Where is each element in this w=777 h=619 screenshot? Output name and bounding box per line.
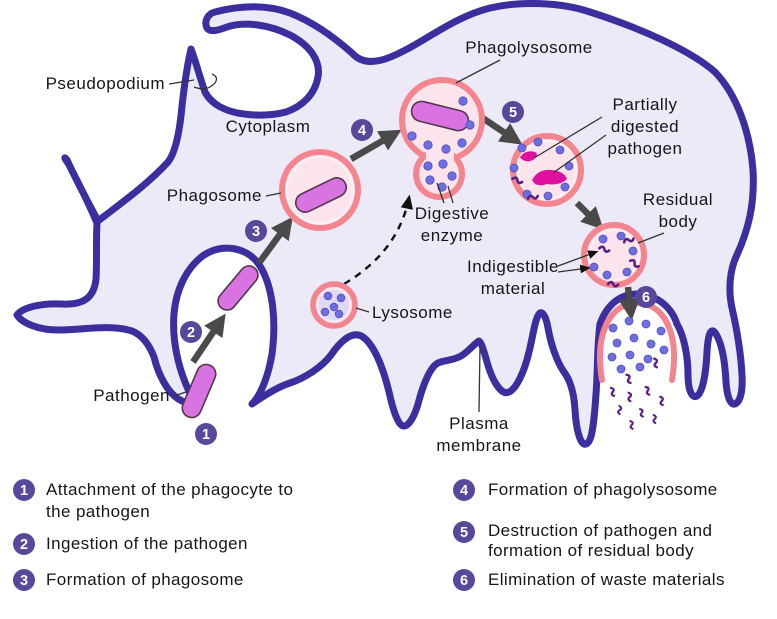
exocytosis-vesicle xyxy=(597,299,677,385)
step-arrows xyxy=(190,114,641,364)
pointer-indigestible-2 xyxy=(557,264,591,274)
pathogen-rod-ingested xyxy=(217,265,259,311)
pathogen-rod-external xyxy=(181,363,217,419)
enzyme-dots xyxy=(509,137,574,201)
label-residual-body-line1: Residual xyxy=(643,190,713,209)
step-badge-3: 3 xyxy=(245,220,267,242)
phagocyte-cell-outline xyxy=(13,0,757,448)
label-plasma-membrane-line2: membrane xyxy=(436,436,521,455)
step-badge-6: 6 xyxy=(635,286,657,308)
pointer-pathogen xyxy=(173,391,187,397)
pointer-residual-body xyxy=(637,232,665,244)
svg-text:2: 2 xyxy=(187,325,195,341)
legend-text-5-line1: Destruction of pathogen and xyxy=(488,521,712,540)
arrow-residual-formation xyxy=(574,200,604,230)
label-digestive-enzyme-line2: enzyme xyxy=(421,226,484,245)
label-phagolysosome: Phagolysosome xyxy=(465,38,592,57)
svg-text:3: 3 xyxy=(20,573,28,589)
legend-text-3-line1: Formation of phagosome xyxy=(46,570,244,589)
legend-badge-3 xyxy=(13,569,35,591)
legend-item-2: 2 Ingestion of the pathogen xyxy=(13,533,248,555)
legend-item-4: 4 Formation of phagolysosome xyxy=(453,479,718,501)
step-badge-4: 4 xyxy=(351,119,373,141)
pointer-lines xyxy=(168,59,665,413)
label-pseudopodium: Pseudopodium xyxy=(46,74,165,93)
enzyme-dots xyxy=(589,231,638,280)
label-pathogen: Pathogen xyxy=(93,386,170,405)
pointer-digestive-enzyme-1 xyxy=(436,182,445,204)
legend-text-1-line2: the pathogen xyxy=(46,502,150,521)
svg-text:1: 1 xyxy=(202,427,210,443)
svg-text:1: 1 xyxy=(20,483,28,499)
legend-text-1-line1: Attachment of the phagocyte to xyxy=(46,480,293,499)
legend-badge-5 xyxy=(453,521,475,543)
step-badge-5: 5 xyxy=(502,101,524,123)
pointer-indigestible-1 xyxy=(557,250,599,267)
step-badge-1: 1 xyxy=(195,423,217,445)
legend-item-6: 6 Elimination of waste materials xyxy=(453,569,725,591)
label-indigestible-line1: Indigestible xyxy=(467,257,559,276)
legend-text-5-line2: formation of residual body xyxy=(488,541,694,560)
svg-text:2: 2 xyxy=(20,537,28,553)
digestive-enzyme-dots xyxy=(407,96,475,192)
svg-text:6: 6 xyxy=(642,290,650,306)
pathogen-rod-phagosome xyxy=(294,177,348,213)
label-partially-digested-line1: Partially xyxy=(613,95,678,114)
step-badge-2: 2 xyxy=(180,321,202,343)
label-residual-body-line2: body xyxy=(659,212,698,231)
svg-text:5: 5 xyxy=(509,105,517,121)
diagram-step-badges: 1 2 3 4 5 6 xyxy=(180,101,657,445)
partially-digested-vesicle xyxy=(509,133,584,207)
pointer-partially-digested-1 xyxy=(533,116,603,159)
arrow-phagolysosome-formation xyxy=(349,129,402,162)
pseudopodium-pointer-curl xyxy=(193,73,218,90)
arrow-elimination xyxy=(618,286,641,321)
legend-badge-2 xyxy=(13,533,35,555)
legend-item-3: 3 Formation of phagosome xyxy=(13,569,244,591)
arrow-phagosome-formation xyxy=(256,216,293,265)
lysosome-fusion-dashed-arrow xyxy=(343,194,413,286)
label-plasma-membrane-line1: Plasma xyxy=(449,414,509,433)
legend-badge-4 xyxy=(453,479,475,501)
enzyme-dots xyxy=(607,316,669,374)
pointer-phagolysosome xyxy=(455,59,501,84)
residual-body-vesicle xyxy=(581,222,647,289)
pointer-phagosome xyxy=(265,192,282,197)
label-phagosome: Phagosome xyxy=(167,186,262,205)
pointer-partially-digested-2 xyxy=(552,134,607,174)
label-lysosome: Lysosome xyxy=(372,303,453,322)
phagolysosome-vesicle xyxy=(399,77,485,200)
pointer-lysosome xyxy=(355,307,370,313)
svg-text:5: 5 xyxy=(460,525,468,541)
label-partially-digested-line2: digested xyxy=(611,117,679,136)
label-partially-digested-line3: pathogen xyxy=(608,139,683,158)
label-indigestible-line2: material xyxy=(481,279,545,298)
legend-item-5: 5 Destruction of pathogen and formation … xyxy=(453,521,712,560)
svg-text:4: 4 xyxy=(358,123,366,139)
enzyme-dots xyxy=(320,291,346,319)
legend-text-4-line1: Formation of phagolysosome xyxy=(488,480,718,499)
lysosome-vesicle xyxy=(310,281,358,329)
legend: 1 Attachment of the phagocyte to the pat… xyxy=(13,479,725,591)
label-digestive-enzyme-line1: Digestive xyxy=(415,204,489,223)
svg-text:6: 6 xyxy=(460,573,468,589)
label-cytoplasm: Cytoplasm xyxy=(226,117,311,136)
svg-text:3: 3 xyxy=(252,224,260,240)
legend-text-2-line1: Ingestion of the pathogen xyxy=(46,534,248,553)
legend-text-6-line1: Elimination of waste materials xyxy=(488,570,725,589)
arrow-digestion xyxy=(479,114,523,145)
legend-item-1: 1 Attachment of the phagocyte to the pat… xyxy=(13,479,293,521)
pointer-digestive-enzyme-2 xyxy=(447,185,454,204)
phagosome-vesicle xyxy=(279,149,361,231)
legend-badge-6 xyxy=(453,569,475,591)
svg-text:4: 4 xyxy=(460,483,468,499)
pointer-plasma-membrane xyxy=(478,345,481,413)
pointer-pseudopodium xyxy=(168,79,195,85)
legend-badge-1 xyxy=(13,479,35,501)
arrow-ingestion xyxy=(190,313,226,364)
waste-release xyxy=(607,316,669,431)
